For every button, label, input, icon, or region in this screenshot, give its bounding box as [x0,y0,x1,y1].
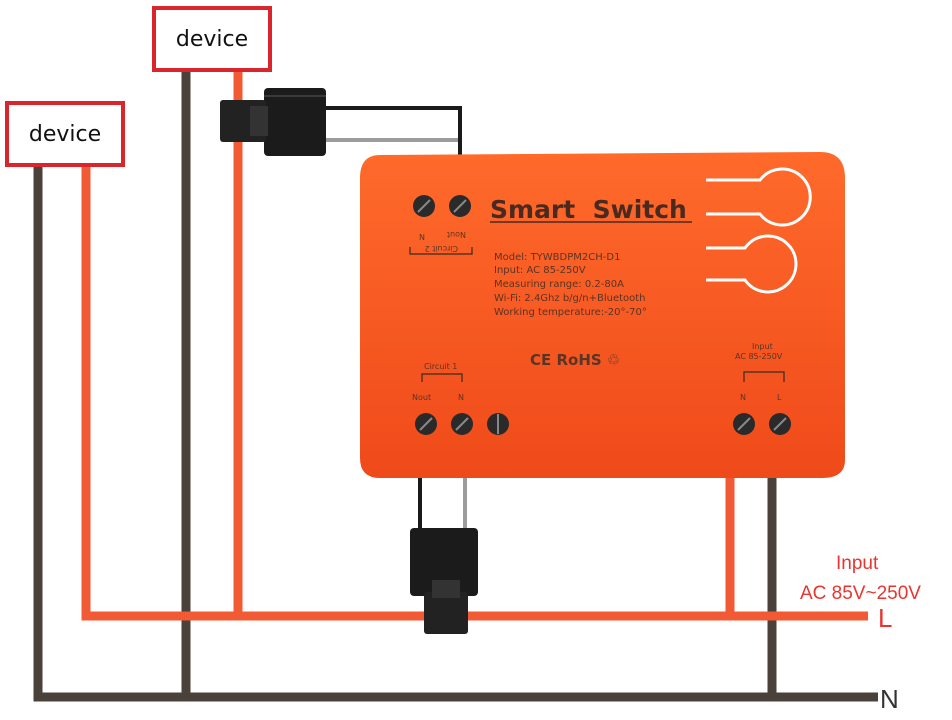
switch-input-range: AC 85-250V [735,352,783,361]
circuit1-nout-label: Nout [412,393,431,402]
spec-line: Model: TYWBDPM2CH-D1 [494,252,620,263]
device-label: device [28,121,102,147]
ct1-black-wire [320,106,462,165]
spec-line: Wi-Fi: 2.4Ghz b/g/n+Bluetooth [494,293,646,304]
circuit2-terminals [409,195,473,255]
device-label: device [175,26,249,52]
ct-clamp-bottom [410,528,478,634]
live-wires [81,72,868,621]
device-box: device [5,101,125,167]
device-box: device [152,6,272,72]
circuit2-label: Circuit 2 [425,244,458,253]
switch-input-label: Input [752,342,773,351]
circuit2-nout-label: Nout [447,230,466,239]
neutral-terminal-label: N [880,684,899,714]
neutral-wires [33,72,878,702]
mains-input-label: Input [836,553,879,574]
ct-clamp-top [220,88,326,156]
circuit1-terminals [415,373,509,435]
switch-title: Smart Switch [490,195,687,224]
ct-black-wires [320,106,462,535]
input-terminals [733,371,791,435]
cert-marks: CE RoHS ♲ [530,351,620,369]
live-main-wire [81,167,868,621]
switch-input-n-label: N [740,393,746,402]
mounting-hook-icon [706,167,812,227]
neutral-main-wire [33,167,878,702]
spec-line: Measuring range: 0.2-80A [494,279,624,290]
mounting-hook-icon [706,234,798,294]
circuit1-n-label: N [458,393,464,402]
smart-switch: Smart Switch Model: TYWBDPM2CH-D1 Input:… [360,152,845,478]
live-terminal-label: L [878,603,893,633]
mains-input-range: AC 85V~250V [800,583,921,604]
circuit1-label: Circuit 1 [424,362,457,371]
switch-specs: Model: TYWBDPM2CH-D1 Input: AC 85-250V M… [494,252,647,318]
switch-body [360,152,845,478]
spec-line: Input: AC 85-250V [494,265,586,276]
circuit2-n-label: N [419,233,425,242]
switch-input-l-label: L [777,393,782,402]
spec-line: Working temperature:-20°-70° [494,307,647,318]
